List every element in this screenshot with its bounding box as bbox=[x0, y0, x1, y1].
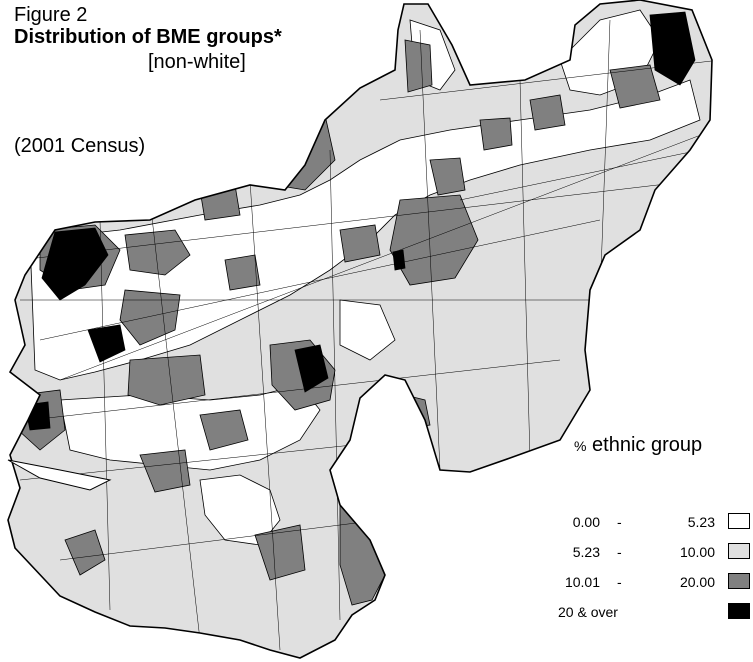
legend-row: 5.23 - 10.00 bbox=[540, 542, 753, 564]
legend-low: 10.01 bbox=[564, 574, 600, 590]
legend-separator: - bbox=[617, 574, 622, 590]
legend-row: 0.00 - 5.23 bbox=[540, 512, 753, 534]
legend-swatch bbox=[728, 573, 750, 589]
legend-low: 5.23 bbox=[572, 544, 600, 560]
legend-row: 10.01 - 20.00 bbox=[540, 572, 753, 594]
legend-percent-symbol: % bbox=[574, 438, 587, 454]
map-title: Distribution of BME groups* bbox=[14, 26, 282, 48]
legend-low: 20 & over bbox=[558, 604, 618, 620]
legend-high: 10.00 bbox=[679, 544, 715, 560]
legend-high: 5.23 bbox=[687, 514, 715, 530]
legend-high: 20.00 bbox=[679, 574, 715, 590]
legend-separator: - bbox=[617, 514, 622, 530]
legend-low: 0.00 bbox=[572, 514, 600, 530]
legend-swatch bbox=[728, 603, 750, 619]
legend-row: 20 & over bbox=[540, 602, 753, 624]
legend-swatch bbox=[728, 543, 750, 559]
map-subtitle: [non-white] bbox=[148, 51, 246, 73]
legend-title-text: ethnic group bbox=[592, 434, 703, 456]
legend-separator: - bbox=[617, 544, 622, 560]
census-note: (2001 Census) bbox=[14, 135, 146, 157]
legend-title: % ethnic group bbox=[574, 434, 702, 457]
legend-swatch bbox=[728, 513, 750, 529]
figure-label: Figure 2 bbox=[14, 4, 88, 26]
